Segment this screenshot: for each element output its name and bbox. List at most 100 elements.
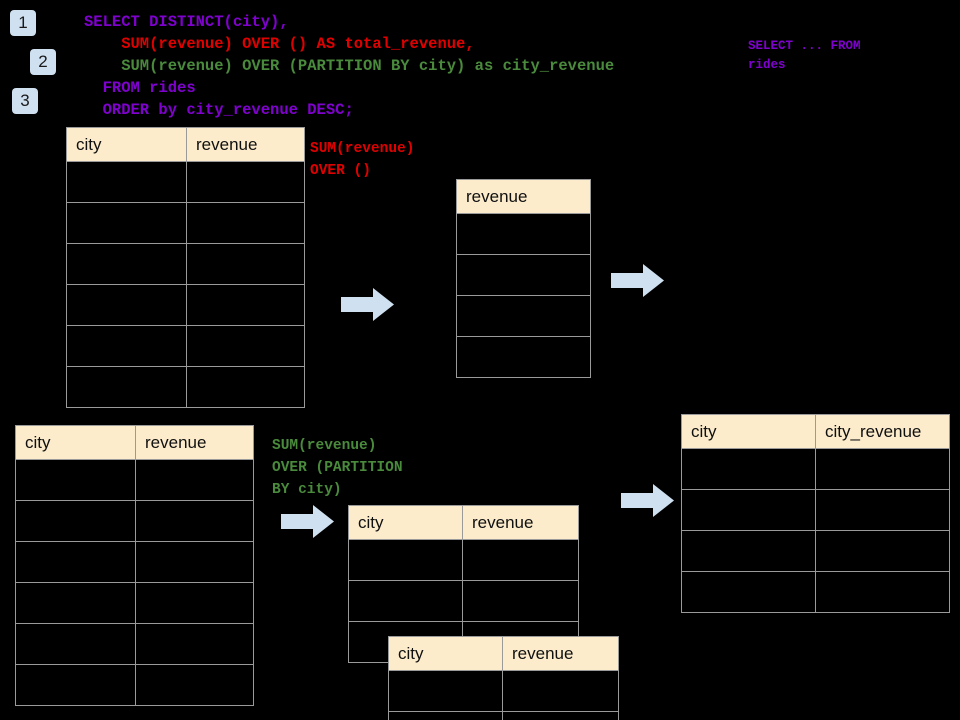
table-cell [15, 582, 136, 624]
table-row [15, 541, 254, 583]
column-header-city: city [66, 127, 187, 162]
column-header-revenue: revenue [456, 179, 591, 214]
sql-line-total-revenue: SUM(revenue) OVER () AS total_revenue, [84, 35, 475, 53]
column-header-city: city [681, 414, 816, 449]
table-cell [502, 670, 619, 712]
table-cell [502, 711, 619, 720]
table-row [681, 530, 950, 572]
table-cell [15, 541, 136, 583]
table-cell [348, 580, 463, 622]
table-cell [456, 254, 591, 296]
table-cell [456, 213, 591, 255]
table-cell [135, 582, 254, 624]
table-cell [815, 530, 950, 572]
table-row [456, 336, 591, 378]
table-cell [15, 459, 136, 501]
table-row [456, 295, 591, 337]
table-cell [135, 623, 254, 665]
table-cell [681, 530, 816, 572]
column-header-revenue: revenue [462, 505, 579, 540]
sql-line-select-distinct: SELECT DISTINCT(city), [84, 13, 289, 31]
table-row [681, 448, 950, 490]
table-row [456, 213, 591, 255]
table-cell [186, 366, 305, 408]
table-cell [66, 366, 187, 408]
table-row [66, 202, 305, 244]
table-cell [815, 489, 950, 531]
arrow-rides-to-partition [281, 505, 334, 538]
column-header-city: city [348, 505, 463, 540]
table-row [681, 489, 950, 531]
sql-line-order-by: ORDER by city_revenue DESC; [84, 101, 354, 119]
table-header-row: revenue [456, 179, 591, 214]
table-cell [66, 202, 187, 244]
table-row [66, 366, 305, 408]
table-cell [815, 571, 950, 613]
table-cell [66, 243, 187, 285]
table-row [66, 161, 305, 203]
column-header-revenue: revenue [502, 636, 619, 671]
table-cell [186, 284, 305, 326]
column-header-revenue: revenue [186, 127, 305, 162]
table-row [388, 711, 619, 720]
table-cell [815, 448, 950, 490]
table-row [456, 254, 591, 296]
table-cell [348, 539, 463, 581]
table-row [681, 571, 950, 613]
table-cell [681, 448, 816, 490]
table-cell [15, 664, 136, 706]
table-row [15, 664, 254, 706]
arrow-rides-to-total-revenue [341, 288, 394, 321]
table-cell [186, 325, 305, 367]
table-row [15, 623, 254, 665]
table-row [66, 243, 305, 285]
table-cell [388, 711, 503, 720]
total-revenue-table: revenue [456, 179, 591, 378]
table-row [15, 459, 254, 501]
table-cell [135, 664, 254, 706]
step-badge-3[interactable]: 3 [12, 88, 38, 114]
table-cell [456, 295, 591, 337]
annotation-total-revenue: SUM(revenue) OVER () [310, 141, 415, 179]
table-row [66, 284, 305, 326]
column-header-revenue: revenue [135, 425, 254, 460]
table-cell [15, 500, 136, 542]
sql-line-city-revenue: SUM(revenue) OVER (PARTITION BY city) as… [84, 57, 615, 75]
table-cell [15, 623, 136, 665]
column-header-city: city [15, 425, 136, 460]
sql-line-from: FROM rides [84, 79, 196, 97]
table-row [15, 582, 254, 624]
table-row [15, 500, 254, 542]
step-badge-1[interactable]: 1 [10, 10, 36, 36]
table-cell [456, 336, 591, 378]
column-header-city_revenue: city_revenue [815, 414, 950, 449]
annotation-city-revenue: SUM(revenue) OVER (PARTITION BY city) [272, 438, 403, 498]
table-cell [66, 161, 187, 203]
table-row [348, 580, 579, 622]
table-cell [462, 580, 579, 622]
step-badge-2[interactable]: 2 [30, 49, 56, 75]
table-cell [66, 284, 187, 326]
table-cell [135, 541, 254, 583]
arrow-partition-to-result [621, 484, 674, 517]
table-cell [186, 202, 305, 244]
table-cell [462, 539, 579, 581]
annotation-source-select: SELECT ... FROM rides [748, 39, 861, 72]
table-row [66, 325, 305, 367]
table-cell [135, 459, 254, 501]
table-cell [186, 161, 305, 203]
table-cell [186, 243, 305, 285]
table-row [348, 539, 579, 581]
column-header-city: city [388, 636, 503, 671]
table-cell [66, 325, 187, 367]
